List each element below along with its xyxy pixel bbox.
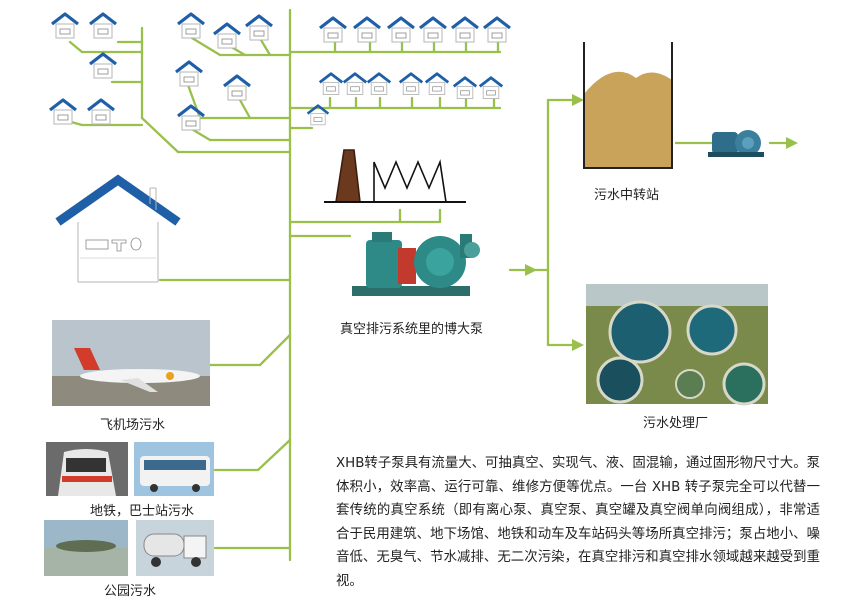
big-pump bbox=[352, 232, 480, 296]
transfer-tank bbox=[583, 42, 673, 169]
pipe-network bbox=[62, 8, 792, 562]
boiler-structure bbox=[324, 149, 466, 203]
metro-photo bbox=[46, 442, 128, 496]
big-house bbox=[55, 174, 181, 283]
airport-label: 飞机场污水 bbox=[100, 418, 166, 433]
treatment-plant-label: 污水处理厂 bbox=[643, 416, 709, 431]
bus-photo bbox=[134, 442, 214, 496]
description-paragraph: XHB转子泵具有流量大、可抽真空、实现气、液、固混输，通过固形物尺寸大。泵体积小… bbox=[336, 456, 820, 589]
houses bbox=[48, 12, 512, 132]
park-photo bbox=[44, 520, 128, 576]
truck-photo bbox=[136, 520, 214, 576]
flow-arrows bbox=[525, 94, 798, 351]
airport-photo bbox=[52, 320, 210, 406]
park-label: 公园污水 bbox=[104, 584, 157, 599]
transfer-station-label: 污水中转站 bbox=[594, 188, 660, 203]
metro-bus-label: 地铁，巴士站污水 bbox=[90, 504, 195, 519]
small-pump bbox=[708, 130, 764, 157]
pump-label: 真空排污系统里的博大泵 bbox=[340, 322, 484, 337]
treatment-plant-photo bbox=[586, 284, 768, 406]
